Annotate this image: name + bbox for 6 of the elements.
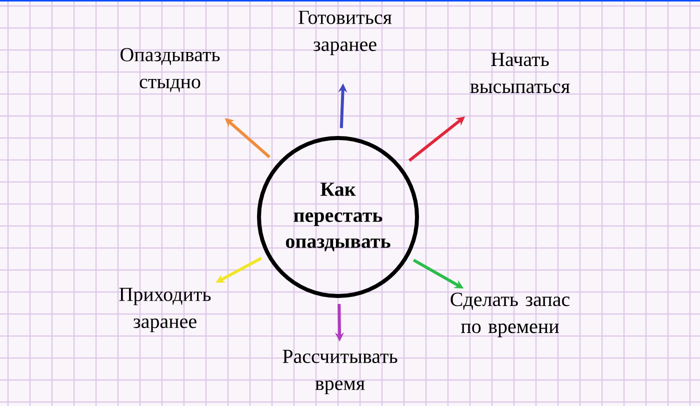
idea-label: Начать высыпаться <box>470 52 570 94</box>
idea-label: Приходить заранее <box>119 288 211 332</box>
idea-label: Сделать запас по времени <box>450 292 570 338</box>
idea-label: Опаздывать стыдно <box>120 48 220 92</box>
idea-label: Готовиться заранее <box>298 10 392 56</box>
idea-label: Рассчитывать время <box>282 350 398 394</box>
